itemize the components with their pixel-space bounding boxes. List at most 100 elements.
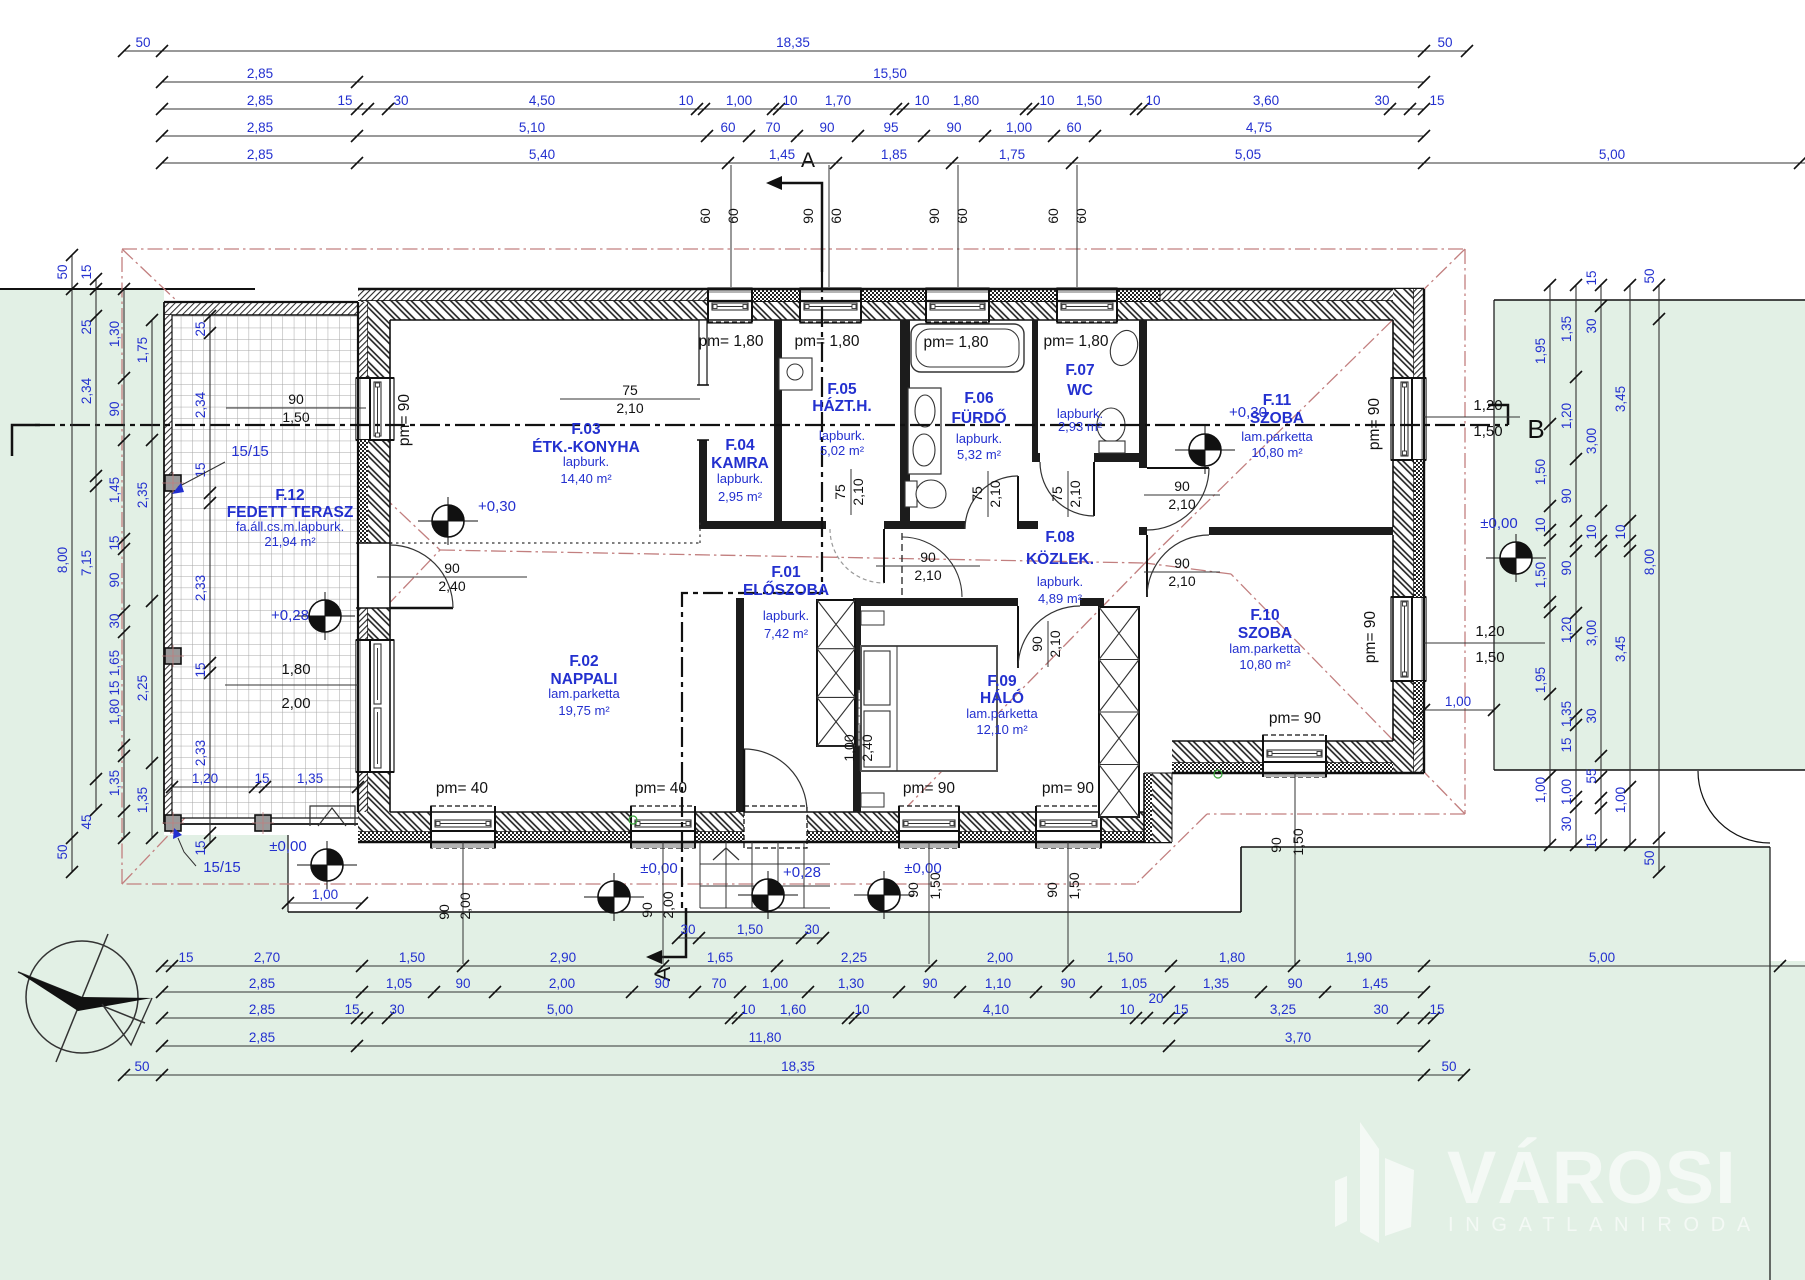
svg-text:1,50: 1,50: [1533, 459, 1548, 485]
svg-text:50: 50: [1642, 268, 1657, 283]
svg-text:20: 20: [1148, 991, 1163, 1006]
svg-text:F.09: F.09: [987, 673, 1017, 690]
svg-text:1,50: 1,50: [1475, 649, 1504, 666]
svg-text:3,45: 3,45: [1613, 636, 1628, 662]
svg-text:60: 60: [1073, 208, 1089, 224]
svg-text:5,40: 5,40: [529, 147, 555, 162]
svg-text:15: 15: [337, 93, 352, 108]
svg-text:1,35: 1,35: [1559, 316, 1574, 342]
svg-text:1,35: 1,35: [135, 787, 150, 813]
svg-text:60: 60: [725, 208, 741, 224]
svg-text:15: 15: [344, 1002, 359, 1017]
svg-text:1,50: 1,50: [399, 950, 425, 965]
svg-text:15: 15: [1559, 737, 1574, 752]
svg-text:2,25: 2,25: [841, 950, 867, 965]
svg-text:NAPPALI: NAPPALI: [551, 671, 618, 688]
svg-text:95: 95: [883, 120, 898, 135]
svg-text:1,05: 1,05: [386, 976, 412, 991]
svg-text:F.08: F.08: [1045, 529, 1075, 546]
svg-text:90: 90: [1268, 837, 1284, 853]
svg-text:1,75: 1,75: [999, 147, 1025, 162]
svg-text:90: 90: [922, 976, 937, 991]
svg-text:15: 15: [193, 840, 208, 855]
svg-text:1,85: 1,85: [881, 147, 907, 162]
svg-text:90: 90: [1174, 555, 1190, 571]
svg-text:1,50: 1,50: [1473, 423, 1502, 440]
svg-text:75: 75: [969, 486, 985, 502]
svg-text:10,80 m²: 10,80 m²: [1239, 657, 1291, 672]
svg-text:5,05: 5,05: [1235, 147, 1261, 162]
svg-text:90: 90: [920, 549, 936, 565]
svg-text:1,50: 1,50: [1533, 562, 1548, 588]
svg-text:2,25: 2,25: [135, 675, 150, 701]
svg-text:3,70: 3,70: [1285, 1030, 1311, 1045]
svg-text:SZOBA: SZOBA: [1250, 410, 1304, 427]
svg-text:1,00: 1,00: [841, 734, 857, 761]
svg-text:1,05: 1,05: [1121, 976, 1147, 991]
svg-text:1,45: 1,45: [769, 147, 795, 162]
svg-text:F.07: F.07: [1065, 362, 1094, 379]
svg-text:1,00: 1,00: [1559, 779, 1574, 805]
svg-text:2,10: 2,10: [1168, 573, 1195, 589]
svg-text:F.06: F.06: [964, 390, 994, 407]
svg-text:60: 60: [1045, 208, 1061, 224]
svg-text:2,10: 2,10: [987, 480, 1003, 507]
svg-text:1,50: 1,50: [1107, 950, 1133, 965]
svg-text:1,00: 1,00: [312, 887, 338, 902]
svg-text:2,95 m²: 2,95 m²: [718, 489, 763, 504]
svg-text:1,70: 1,70: [825, 93, 851, 108]
svg-text:10: 10: [1584, 524, 1599, 539]
svg-text:15: 15: [193, 462, 208, 477]
svg-text:2,10: 2,10: [850, 478, 866, 505]
svg-text:15: 15: [1173, 1002, 1188, 1017]
svg-text:10: 10: [1145, 93, 1160, 108]
svg-text:3,00: 3,00: [1584, 428, 1599, 454]
svg-text:21,94 m²: 21,94 m²: [264, 534, 316, 549]
svg-text:15: 15: [107, 535, 122, 550]
svg-text:50: 50: [134, 1059, 149, 1074]
svg-text:2,85: 2,85: [249, 1030, 275, 1045]
svg-text:18,35: 18,35: [776, 35, 810, 50]
svg-text:1,50: 1,50: [1066, 872, 1082, 899]
svg-text:75: 75: [1049, 486, 1065, 502]
svg-text:lapburk.: lapburk.: [1057, 406, 1103, 421]
svg-text:1,80: 1,80: [953, 93, 979, 108]
svg-text:±0,00: ±0,00: [269, 838, 306, 855]
svg-text:+0,30: +0,30: [1229, 404, 1267, 421]
svg-text:7,42 m²: 7,42 m²: [764, 626, 809, 641]
svg-text:B: B: [1527, 414, 1544, 444]
svg-text:pm= 90: pm= 90: [1362, 611, 1379, 664]
svg-text:30: 30: [1584, 708, 1599, 723]
svg-text:pm= 1,80: pm= 1,80: [923, 334, 988, 351]
svg-text:4,50: 4,50: [529, 93, 555, 108]
svg-text:lapburk.: lapburk.: [1037, 574, 1083, 589]
svg-text:A: A: [650, 966, 675, 981]
svg-text:2,70: 2,70: [254, 950, 280, 965]
svg-text:60: 60: [828, 208, 844, 224]
svg-text:90: 90: [946, 120, 961, 135]
svg-text:2,40: 2,40: [438, 578, 465, 594]
svg-text:lapburk.: lapburk.: [563, 454, 609, 469]
svg-text:1,50: 1,50: [1290, 828, 1306, 855]
svg-text:1,35: 1,35: [107, 770, 122, 796]
svg-text:1,80: 1,80: [1219, 950, 1245, 965]
svg-text:2,00: 2,00: [457, 892, 473, 919]
svg-text:+0,28: +0,28: [271, 607, 309, 624]
svg-text:ÉTK.-KONYHA: ÉTK.-KONYHA: [532, 439, 640, 456]
svg-text:90: 90: [1060, 976, 1075, 991]
svg-text:pm= 1,80: pm= 1,80: [698, 333, 763, 350]
svg-text:2,10: 2,10: [1168, 496, 1195, 512]
svg-text:90: 90: [1559, 488, 1574, 503]
svg-text:75: 75: [622, 382, 638, 398]
svg-text:19,75 m²: 19,75 m²: [558, 703, 610, 718]
svg-text:30: 30: [107, 613, 122, 628]
svg-text:HÁLÓ: HÁLÓ: [980, 689, 1024, 707]
svg-text:HÁZT.H.: HÁZT.H.: [812, 398, 871, 415]
svg-text:10: 10: [1533, 517, 1548, 532]
svg-text:25: 25: [79, 319, 94, 334]
svg-text:F.03: F.03: [571, 421, 601, 438]
svg-text:pm= 40: pm= 40: [436, 780, 489, 797]
svg-text:1,00: 1,00: [1006, 120, 1032, 135]
svg-text:5,00: 5,00: [1599, 147, 1625, 162]
svg-text:1,00: 1,00: [1613, 787, 1628, 813]
